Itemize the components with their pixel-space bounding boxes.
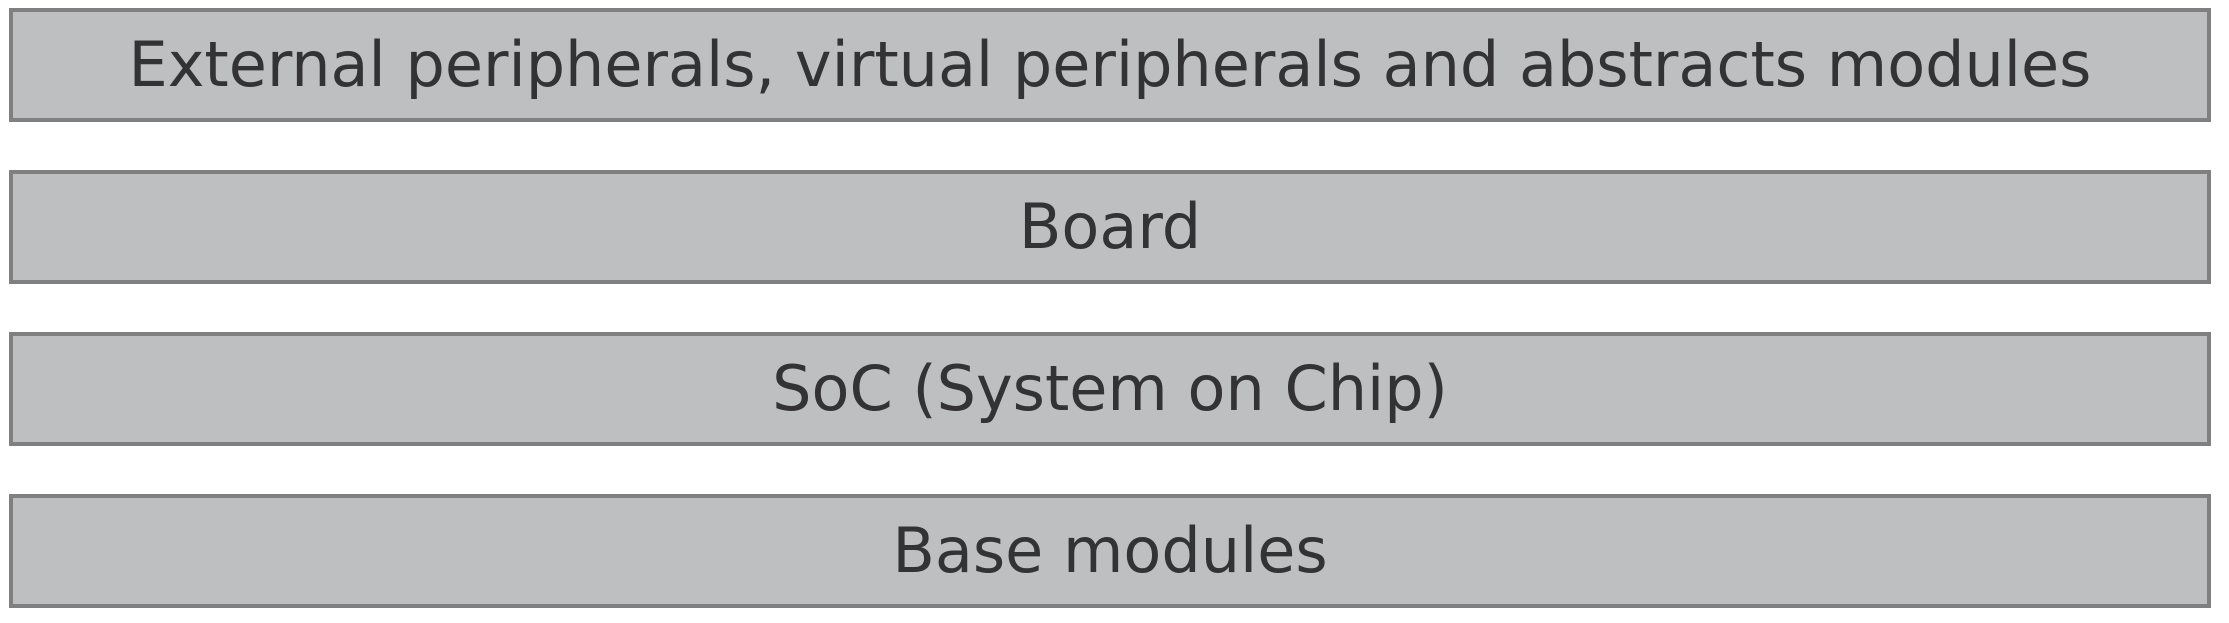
layer-soc: SoC (System on Chip) (9, 332, 2211, 446)
layer-external-peripherals: External peripherals, virtual peripheral… (9, 8, 2211, 122)
layer-label: Base modules (892, 514, 1328, 587)
layer-board: Board (9, 170, 2211, 284)
layer-base-modules: Base modules (9, 494, 2211, 608)
layer-label: External peripherals, virtual peripheral… (128, 28, 2092, 101)
layer-label: SoC (System on Chip) (772, 352, 1448, 425)
layer-label: Board (1018, 190, 1202, 263)
